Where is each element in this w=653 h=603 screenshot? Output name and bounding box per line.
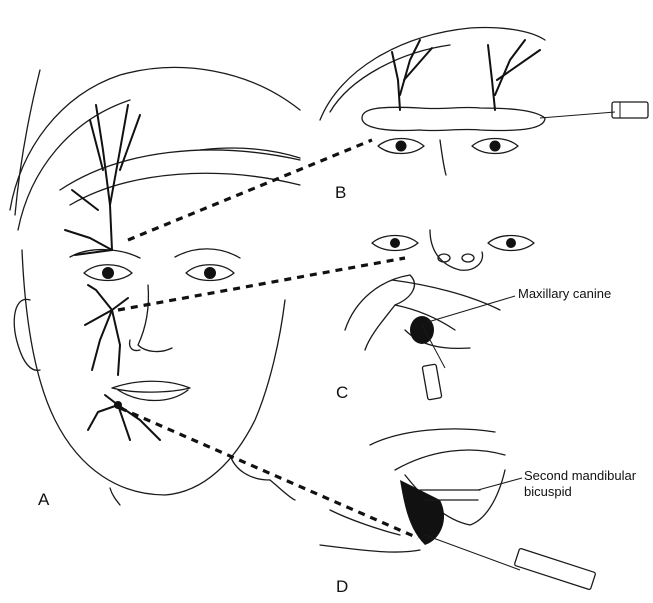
panel-label-a: A xyxy=(38,490,50,509)
panel-b-illustration xyxy=(320,28,648,176)
connector-line-a-c xyxy=(118,258,405,310)
label-maxillary-canine: Maxillary canine xyxy=(518,286,611,301)
panel-d-illustration xyxy=(320,429,596,590)
panel-c-illustration xyxy=(345,230,534,400)
face-panel-a xyxy=(10,68,300,505)
leader-maxillary-canine xyxy=(428,296,515,322)
label-second-mandibular-line2: bicuspid xyxy=(524,484,572,499)
connector-line-a-d xyxy=(120,408,418,538)
panel-label-b: B xyxy=(335,183,346,202)
label-second-mandibular-line1: Second mandibular xyxy=(524,468,637,483)
panel-label-c: C xyxy=(336,383,348,402)
panel-label-d: D xyxy=(336,577,348,596)
